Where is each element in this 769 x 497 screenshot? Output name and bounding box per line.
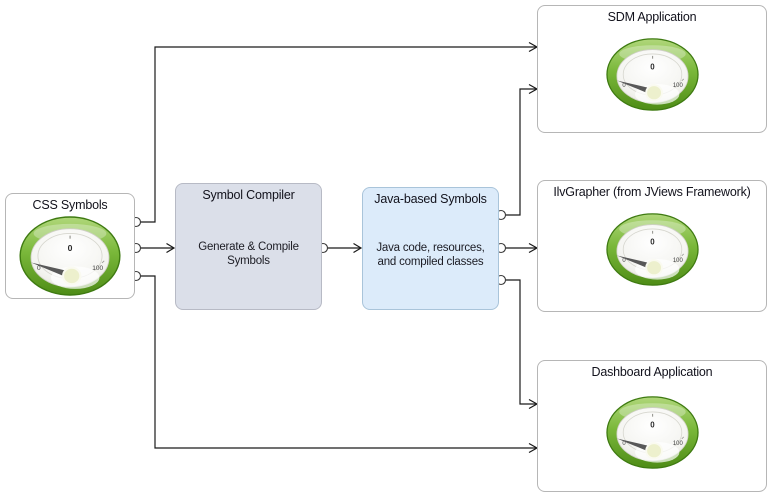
node-sdm-application-title: SDM Application — [607, 10, 697, 24]
node-java-symbols-title: Java-based Symbols — [374, 192, 487, 206]
gauge-min-label: 0 — [622, 83, 626, 89]
gauge-value: 0 — [650, 421, 655, 430]
node-ilvgrapher-title: IlvGrapher (from JViews Framework) — [553, 185, 751, 199]
gauge-knob — [644, 84, 663, 102]
gauge-needle — [31, 262, 71, 279]
node-java-symbols-body: Java code, resources, and compiled class… — [376, 242, 485, 268]
sdm-application-gauge: 0 0 100 — [605, 37, 700, 112]
gauge-needle — [616, 438, 653, 454]
node-symbol-compiler: Symbol Compiler Generate & Compile Symbo… — [175, 183, 322, 310]
gauge-max-label: 100 — [672, 258, 683, 264]
css-symbols-gauge: 0 0 100 — [18, 215, 122, 297]
node-css-symbols-title: CSS Symbols — [32, 198, 108, 212]
gauge-max-label: 100 — [92, 265, 103, 272]
gauge-icon: 0 0 100 — [605, 38, 699, 111]
node-dashboard-application-title: Dashboard Application — [591, 365, 713, 379]
gauge-icon: 0 0 100 — [605, 213, 699, 286]
gauge-max-label: 100 — [672, 83, 683, 89]
connector-java-to-ilvgrapher — [501, 242, 539, 254]
gauge-icon: 0 0 100 — [19, 216, 121, 296]
node-java-symbols: Java-based Symbols Java code, resources,… — [362, 187, 499, 310]
node-css-symbols: CSS Symbols 0 0 100 — [5, 193, 135, 299]
ilvgrapher-gauge: 0 0 100 — [605, 212, 700, 287]
node-symbol-compiler-title: Symbol Compiler — [202, 188, 295, 202]
node-ilvgrapher: IlvGrapher (from JViews Framework) 0 0 1… — [537, 180, 767, 312]
node-sdm-application: SDM Application 0 0 100 — [537, 5, 767, 133]
gauge-value: 0 — [650, 238, 655, 247]
connector-compiler-to-java — [323, 242, 363, 254]
gauge-knob — [644, 259, 663, 277]
connector-java-to-sdm — [501, 83, 539, 216]
gauge-value: 0 — [650, 63, 655, 72]
gauge-max-label: 100 — [672, 441, 683, 447]
node-dashboard-application: Dashboard Application 0 0 100 — [537, 360, 767, 492]
gauge-min-label: 0 — [622, 441, 626, 447]
connector-java-to-dashboard — [501, 279, 539, 410]
node-symbol-compiler-body: Generate & Compile Symbols — [198, 241, 299, 267]
gauge-needle — [616, 80, 653, 96]
gauge-needle — [616, 255, 653, 271]
gauge-min-label: 0 — [622, 258, 626, 264]
gauge-icon: 0 0 100 — [605, 396, 699, 469]
gauge-min-label: 0 — [37, 265, 41, 272]
connector-css-to-compiler — [136, 242, 176, 254]
dashboard-application-gauge: 0 0 100 — [605, 395, 700, 470]
gauge-knob — [644, 442, 663, 460]
gauge-knob — [62, 266, 82, 286]
gauge-value: 0 — [68, 243, 73, 253]
